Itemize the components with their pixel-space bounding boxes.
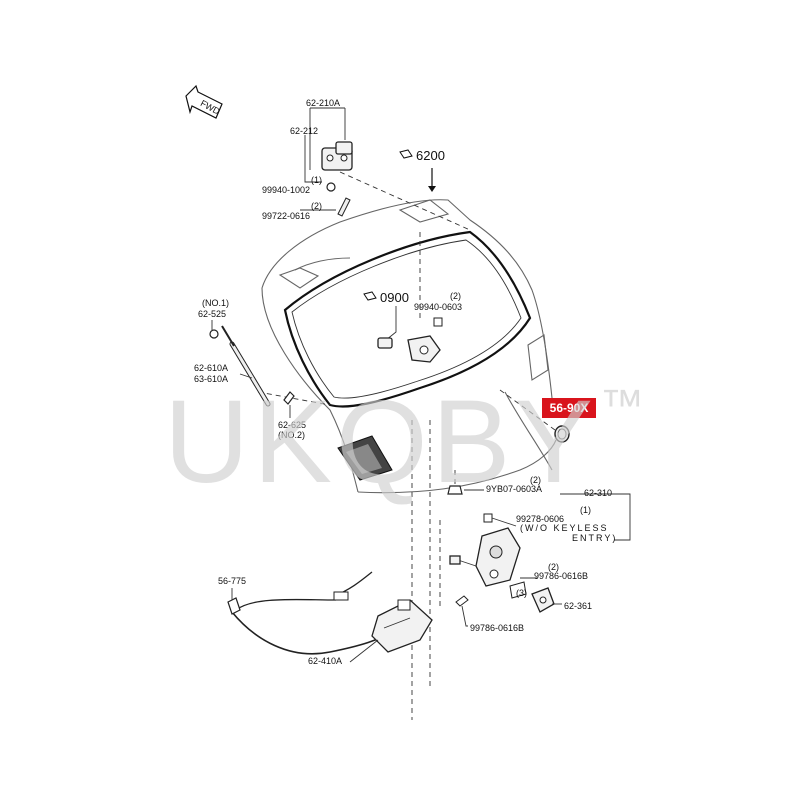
liftgate-body bbox=[261, 199, 557, 494]
label-wo-keyless-2: ENTRY) bbox=[572, 533, 617, 543]
wiper-motor-part bbox=[377, 306, 441, 363]
label-q1b: (1) bbox=[580, 505, 591, 515]
watermark-text: UKQBY bbox=[164, 376, 597, 508]
label-q3: (3) bbox=[516, 588, 527, 598]
label-62-361: 62-361 bbox=[564, 601, 592, 611]
label-62-212: 62-212 bbox=[290, 126, 318, 136]
label-q1a: (1) bbox=[311, 175, 322, 185]
nut-99940-0603 bbox=[433, 317, 443, 327]
ball-stud-no1 bbox=[209, 329, 219, 339]
bracket-62310 bbox=[560, 493, 631, 541]
label-q2d: (2) bbox=[548, 562, 559, 572]
label-99786-0616B-b: 99786-0616B bbox=[470, 623, 524, 633]
striker-part bbox=[531, 587, 555, 613]
label-q2b: (2) bbox=[450, 291, 461, 301]
bolt-99786-a bbox=[509, 581, 527, 599]
label-62-310: 62-310 bbox=[584, 488, 612, 498]
rear-glass-frame bbox=[283, 230, 532, 408]
license-recess bbox=[337, 435, 393, 481]
label-62-610A: 62-610A bbox=[194, 363, 228, 373]
fwd-arrow-icon: FWD bbox=[185, 84, 223, 119]
label-9YB07-0603A: 9YB07-0603A bbox=[486, 484, 542, 494]
label-q2c: (2) bbox=[530, 475, 541, 485]
label-6200: 6200 bbox=[416, 148, 445, 163]
ball-stud-no2 bbox=[283, 391, 295, 405]
clip-56775 bbox=[227, 597, 241, 615]
label-0900: 0900 bbox=[380, 290, 409, 305]
highlight-callout: 56-90X bbox=[542, 398, 596, 418]
dash-bumper bbox=[499, 389, 556, 431]
label-62-525: 62-525 bbox=[198, 309, 226, 319]
bumper-part bbox=[554, 425, 570, 443]
label-wo-keyless-1: (W/O KEYLESS bbox=[520, 523, 609, 533]
release-cable bbox=[231, 571, 396, 655]
highlight-box bbox=[542, 398, 596, 418]
gas-strut-part bbox=[221, 325, 271, 407]
label-no1: (NO.1) bbox=[202, 298, 229, 308]
book-icon bbox=[399, 149, 413, 159]
watermark: UKQBY ™ bbox=[164, 376, 644, 508]
label-99786-0616B-a: 99786-0616B bbox=[534, 571, 588, 581]
label-99278-0606: 99278-0606 bbox=[516, 514, 564, 524]
label-q2a: (2) bbox=[311, 201, 322, 211]
bolt-99786-b bbox=[455, 595, 469, 607]
label-62-625: 62-625 bbox=[278, 420, 306, 430]
label-99940-1002: 99940-1002 bbox=[262, 185, 310, 195]
label-99940-0603: 99940-0603 bbox=[414, 302, 462, 312]
label-56-775: 56-775 bbox=[218, 576, 246, 586]
leader-62210A bbox=[309, 107, 346, 170]
leader-62212 bbox=[304, 135, 322, 183]
book-icon bbox=[363, 291, 377, 301]
latch-part bbox=[449, 527, 521, 587]
washer-part bbox=[326, 182, 336, 192]
nut-99278 bbox=[483, 513, 493, 523]
label-99722-0616: 99722-0616 bbox=[262, 211, 310, 221]
highlight-label: 56-90X bbox=[550, 401, 589, 415]
dash-hinge bbox=[339, 171, 471, 231]
bolt-99722 bbox=[337, 197, 351, 217]
label-62-210A: 62-210A bbox=[306, 98, 340, 108]
label-62-410A: 62-410A bbox=[308, 656, 342, 666]
label-63-610A: 63-610A bbox=[194, 374, 228, 384]
handle-part bbox=[371, 599, 433, 653]
watermark-tm: ™ bbox=[600, 381, 644, 430]
hinge-part bbox=[321, 141, 353, 171]
fastener-9yb07 bbox=[447, 485, 463, 495]
label-no2: (NO.2) bbox=[278, 430, 305, 440]
dash-strut bbox=[257, 391, 331, 406]
